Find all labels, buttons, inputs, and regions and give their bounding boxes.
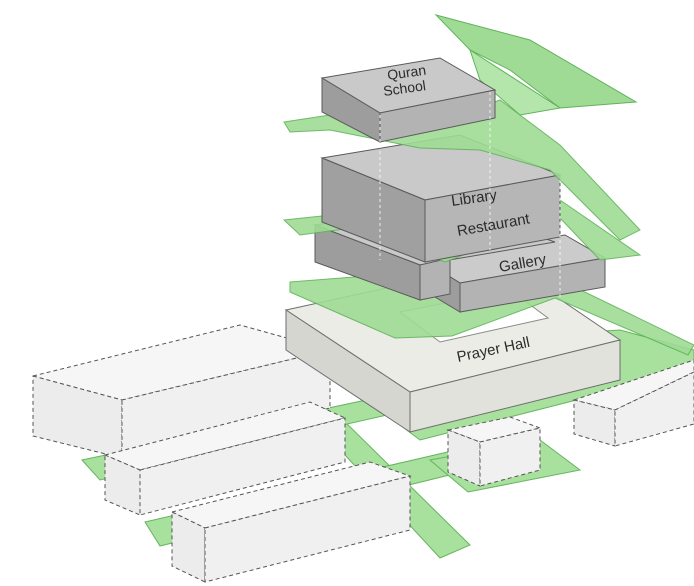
quran-school-label-line2: School	[382, 77, 427, 99]
green-roof-fold	[469, 48, 562, 116]
restaurant-right	[419, 257, 451, 301]
quran-school-right	[379, 89, 496, 143]
quran-school-label-line1: Quran	[386, 62, 427, 83]
library-volume: Library Restaurant	[320, 134, 562, 263]
prayer-hall-right	[409, 339, 621, 433]
ghost-volumes	[32, 324, 694, 583]
dashed-guides	[379, 92, 561, 300]
ghost-volume-back	[32, 324, 332, 459]
gallery-right	[459, 257, 606, 313]
library-label: Library	[450, 187, 498, 210]
ghost-volume-front	[170, 461, 412, 583]
quran-school-volume: Quran School	[320, 57, 497, 143]
ghost-volume-mid	[103, 401, 347, 516]
ghost-volume-small	[446, 416, 542, 487]
ghost-volume-right	[572, 359, 694, 447]
